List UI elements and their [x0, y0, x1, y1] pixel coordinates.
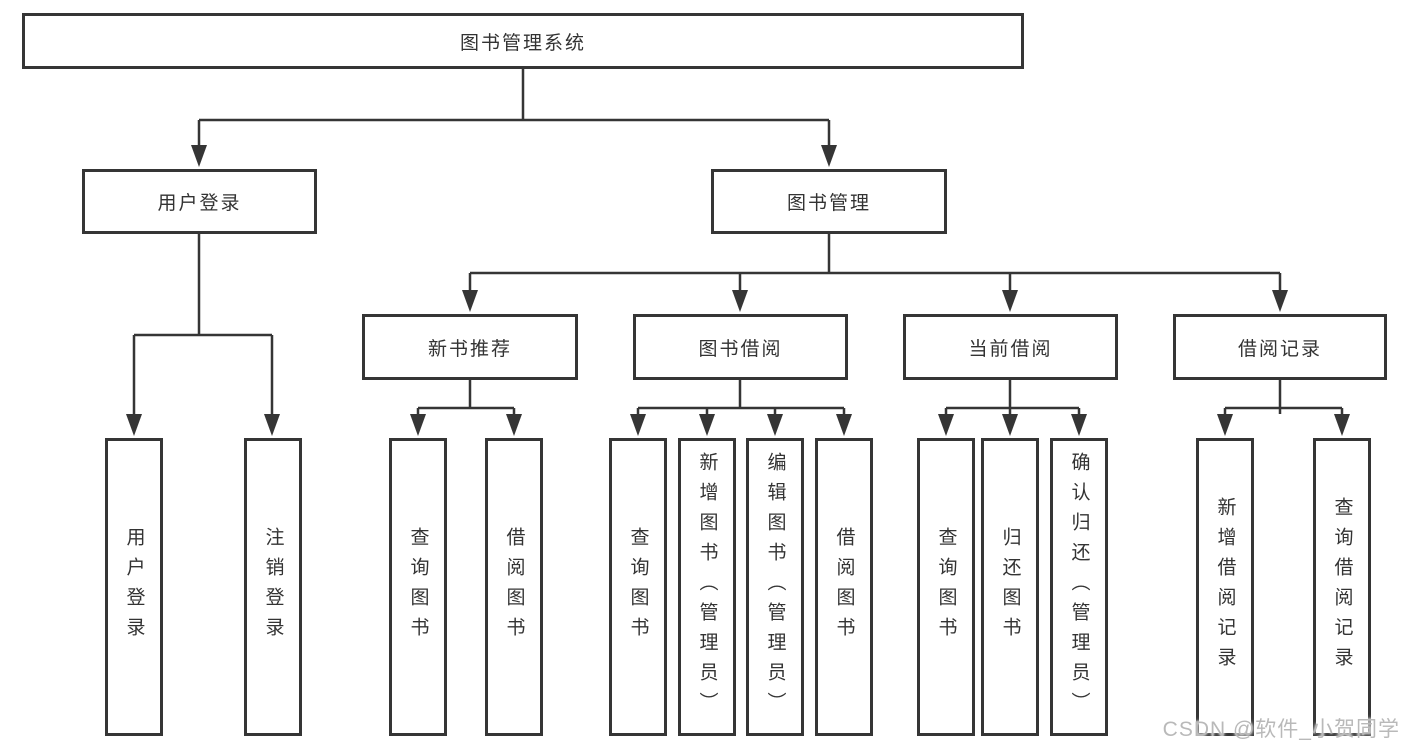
node-label: 当前借阅 [968, 338, 1053, 360]
leaf-query-books-borrowing: 查询图书 [609, 438, 667, 736]
csdn-watermark: CSDN @软件_小贺同学 [1162, 718, 1400, 741]
leaf-borrow-books-recommend: 借阅图书 [485, 438, 543, 736]
leaf-add-borrowing-record: 新增借阅记录 [1196, 438, 1254, 736]
leaf-label: 查询图书 [627, 527, 649, 647]
node-borrowing-records: 借阅记录 [1173, 314, 1387, 380]
leaf-label: 借阅图书 [503, 527, 525, 647]
leaf-label: 确认归还（管理员） [1068, 452, 1090, 722]
node-label: 借阅记录 [1237, 338, 1322, 360]
leaf-return-books: 归还图书 [981, 438, 1039, 736]
leaf-label: 注销登录 [262, 527, 284, 647]
node-book-borrowing: 图书借阅 [633, 314, 848, 380]
node-label: 图书管理系统 [459, 32, 586, 54]
leaf-add-book-admin: 新增图书（管理员） [678, 438, 736, 736]
node-label: 用户登录 [157, 193, 242, 214]
leaf-confirm-return-admin: 确认归还（管理员） [1050, 438, 1108, 736]
leaf-label: 查询借阅记录 [1331, 497, 1353, 677]
leaf-user-login: 用户登录 [105, 438, 163, 736]
node-label: 图书管理 [786, 193, 871, 214]
node-label: 图书借阅 [698, 338, 783, 360]
leaf-label: 新增图书（管理员） [696, 452, 718, 722]
leaf-label: 归还图书 [999, 527, 1021, 647]
leaf-edit-book-admin: 编辑图书（管理员） [746, 438, 804, 736]
leaf-borrow-books-borrowing: 借阅图书 [815, 438, 873, 736]
node-label: 新书推荐 [427, 338, 512, 360]
leaf-query-borrowing-record: 查询借阅记录 [1313, 438, 1371, 736]
leaf-logout: 注销登录 [244, 438, 302, 736]
node-user-login: 用户登录 [82, 169, 317, 234]
leaf-label: 编辑图书（管理员） [764, 452, 786, 722]
node-book-management: 图书管理 [711, 169, 947, 234]
node-library-management-system: 图书管理系统 [22, 13, 1024, 69]
node-new-book-recommendation: 新书推荐 [362, 314, 578, 380]
tree-edges [132, 69, 1344, 420]
leaf-query-books-recommend: 查询图书 [389, 438, 447, 736]
leaf-label: 用户登录 [123, 527, 145, 647]
leaf-label: 借阅图书 [833, 527, 855, 647]
leaf-label: 查询图书 [407, 527, 429, 647]
leaf-label: 查询图书 [935, 527, 957, 647]
leaf-label: 新增借阅记录 [1214, 497, 1236, 677]
leaf-query-books-current: 查询图书 [917, 438, 975, 736]
node-current-borrowing: 当前借阅 [903, 314, 1118, 380]
arrowheads [126, 145, 1350, 436]
